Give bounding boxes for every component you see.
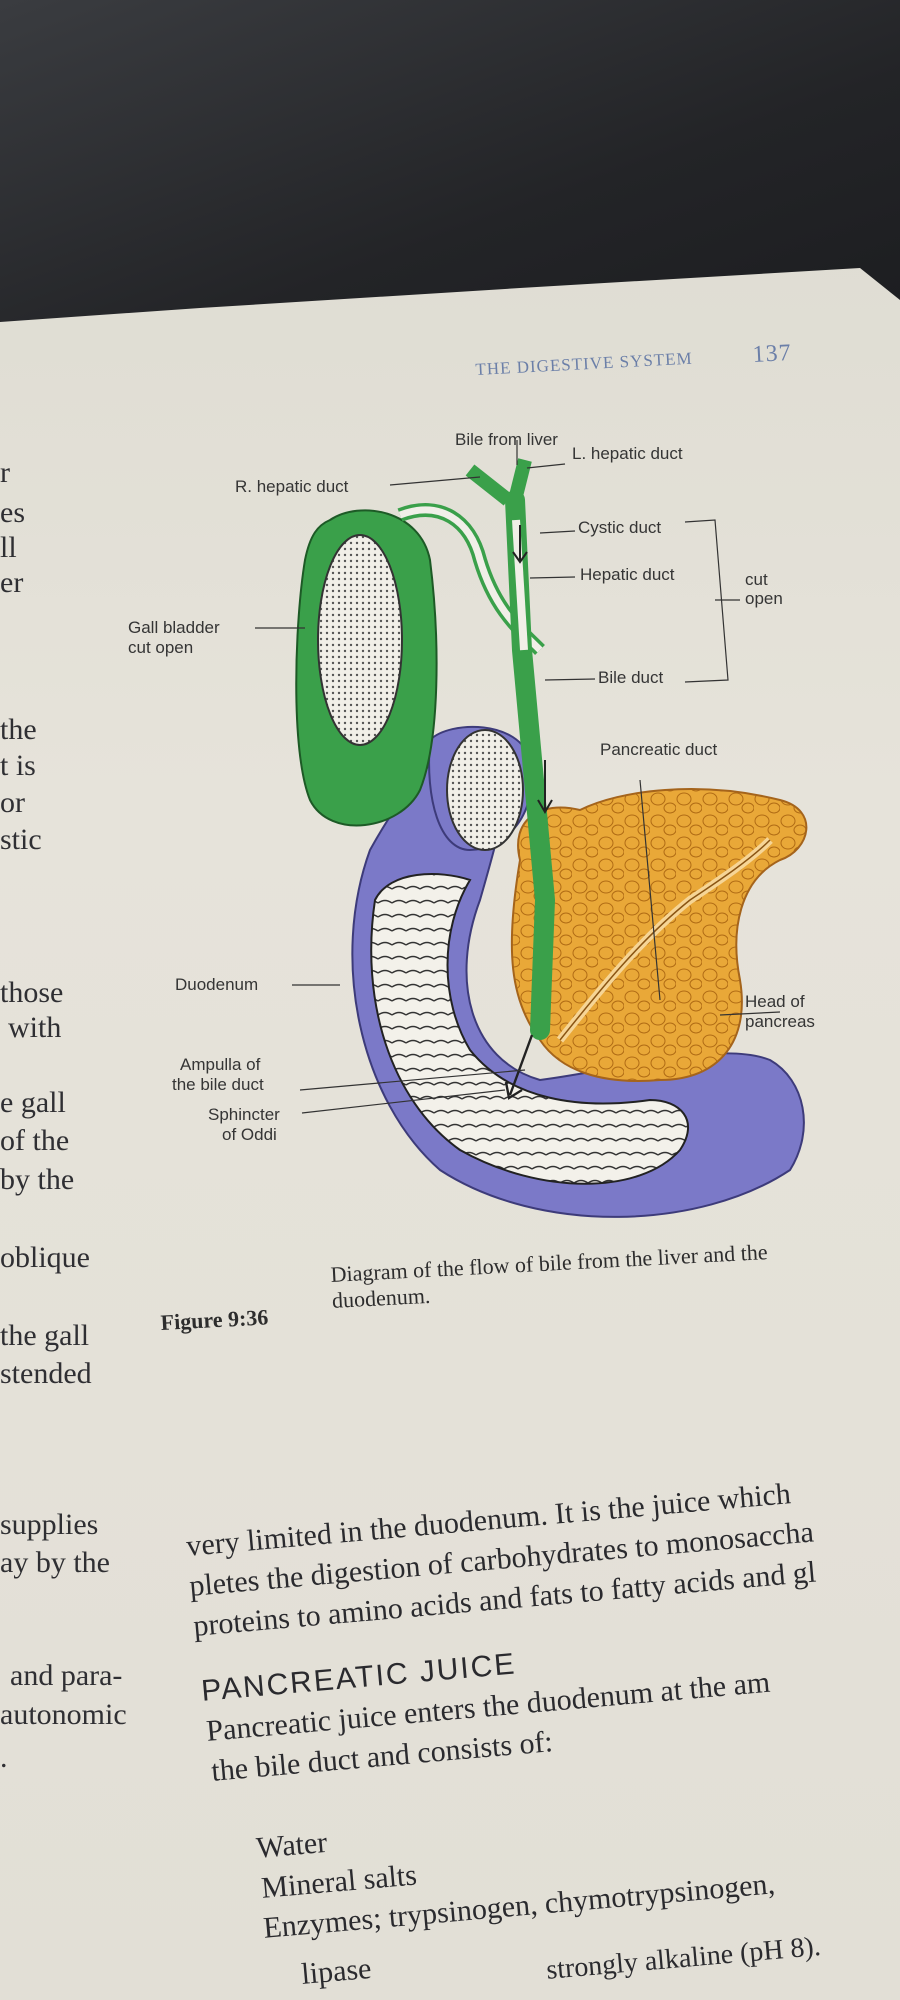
margin-line: e gall [0,1086,66,1119]
margin-line: of the [0,1124,70,1157]
label-cut-open: cut [745,570,768,589]
margin-line: r [0,456,10,489]
duodenum-interior [370,873,690,1185]
list-item: Water [255,1825,329,1865]
label-ampulla: Ampulla of [180,1055,261,1074]
label-r-hepatic-duct: R. hepatic duct [235,477,349,496]
list-item: lipase [300,1951,373,1991]
label-l-hepatic-duct: L. hepatic duct [572,444,683,463]
label-gall-bladder-2: cut open [128,638,194,657]
flow-arrow-icon [537,760,553,814]
bile-flow-diagram [255,440,808,1218]
margin-line: ay by the [0,1546,110,1579]
margin-line: the gall [0,1319,90,1352]
margin-line: with [8,1011,62,1044]
margin-line: ll [0,531,17,564]
label-pancreatic-duct: Pancreatic duct [600,740,718,759]
margin-line: autonomic [0,1698,127,1731]
label-cystic-duct: Cystic duct [578,518,662,537]
margin-line: stended [0,1357,92,1390]
margin-line: or [0,786,25,819]
margin-line: oblique [0,1241,90,1274]
label-head-of-pancreas-2: pancreas [745,1012,815,1031]
label-ampulla-2: the bile duct [172,1075,264,1094]
label-head-of-pancreas: Head of [745,992,805,1011]
r-hepatic-duct [465,464,513,506]
margin-line: es [0,496,25,529]
margin-line: and para- [10,1659,123,1692]
label-bile-from-liver: Bile from liver [455,430,558,449]
gall-bladder-interior [317,534,403,746]
margin-line: stic [0,823,42,856]
label-gall-bladder: Gall bladder [128,618,220,637]
flow-arrow-icon [512,525,528,564]
label-hepatic-duct: Hepatic duct [580,565,675,584]
label-bile-duct: Bile duct [598,668,664,687]
label-duodenum: Duodenum [175,975,259,994]
label-cut-open-2: open [745,589,783,608]
margin-line: by the [0,1163,75,1196]
margin-line: supplies [0,1508,99,1541]
leader-lines [255,440,781,1114]
label-sphincter: Sphincter [208,1105,280,1124]
flow-arrow-icon [504,1034,534,1100]
margin-line: the [0,713,37,746]
margin-line: those [0,976,64,1009]
margin-line: t is [0,749,36,782]
margin-line: er [0,566,24,599]
duodenum-cut-end [446,729,524,851]
pancreas-shape [510,788,808,1082]
label-sphincter-2: of Oddi [222,1125,277,1144]
margin-line: . [0,1741,8,1774]
